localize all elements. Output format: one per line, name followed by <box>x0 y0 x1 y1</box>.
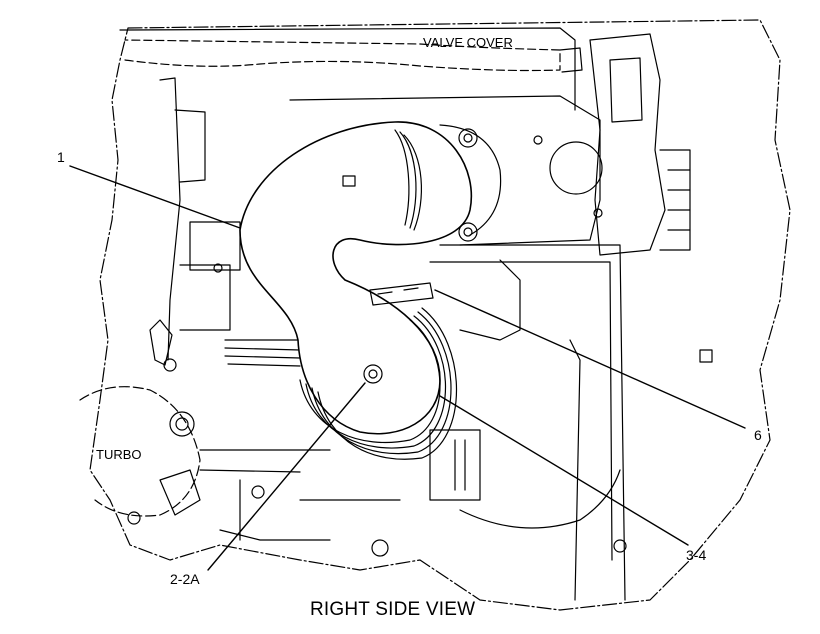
head-bolt <box>458 128 478 148</box>
hose-clamp <box>299 319 441 444</box>
bolt-2 <box>363 364 383 384</box>
lower-block <box>429 244 626 601</box>
valve-cover-top <box>119 27 576 111</box>
engine-outline <box>89 19 791 611</box>
callout-1: 1 <box>57 149 65 165</box>
leader-6 <box>434 289 746 429</box>
cylinder-head <box>289 95 601 246</box>
elbow-tab <box>342 175 356 187</box>
turbo-label: TURBO <box>96 447 142 462</box>
elbow-inner-contour <box>394 129 410 226</box>
view-title: RIGHT SIDE VIEW <box>310 599 476 620</box>
leader-1 <box>69 165 241 229</box>
callout-6: 6 <box>754 427 762 443</box>
fitting-6 <box>369 282 434 306</box>
leader-3-4 <box>439 395 689 546</box>
callout-3-4: 3-4 <box>686 547 707 563</box>
valve-cover <box>124 39 561 72</box>
leader-2-2a <box>207 382 366 571</box>
valve-cover-label: VALVE COVER <box>423 35 513 50</box>
callout-2-2a: 2-2A <box>170 571 200 587</box>
inlet-elbow <box>239 121 473 435</box>
right-bracket <box>589 33 666 256</box>
left-component <box>159 77 206 361</box>
